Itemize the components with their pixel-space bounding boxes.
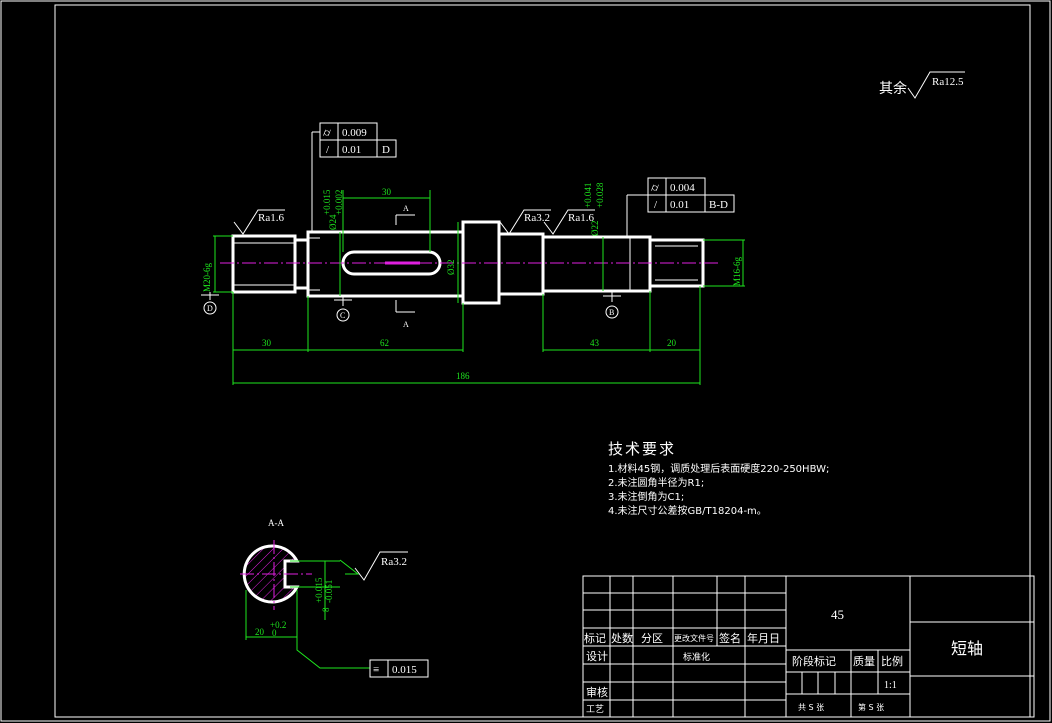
svg-text:Ø24: Ø24 [328, 214, 338, 230]
svg-text:Ra3.2: Ra3.2 [381, 556, 407, 568]
svg-text:审核: 审核 [586, 685, 608, 699]
dim-thread-left: M20-6g [202, 235, 233, 293]
fcf-right: ⌭ 0.004 / 0.01 B-D [626, 177, 735, 237]
shaft-outline [220, 220, 720, 305]
datum-c: C [334, 296, 352, 322]
svg-text:比例: 比例 [881, 654, 903, 668]
section-mark-top: A [395, 204, 415, 225]
title-block: 45 短轴 标记 处数 分区 更改文件号 签名 年月日 设计 标准化 审核 工艺… [582, 575, 1035, 718]
svg-text:Ra1.6: Ra1.6 [258, 212, 284, 224]
svg-text:分区: 分区 [641, 632, 663, 645]
svg-text:+0.028: +0.028 [595, 182, 605, 208]
svg-text:62: 62 [380, 338, 389, 348]
svg-text:20: 20 [255, 627, 265, 637]
roughness-3: Ra1.6 [543, 209, 595, 235]
svg-text:M16-6g: M16-6g [732, 257, 742, 286]
svg-text:第 S 张: 第 S 张 [858, 702, 884, 712]
svg-text:0.01: 0.01 [670, 199, 689, 211]
roughness-2: Ra3.2 [499, 209, 551, 235]
title-block-part-name: 短轴 [951, 639, 983, 658]
svg-text:/: / [326, 144, 330, 156]
svg-text:A-A: A-A [268, 518, 284, 528]
svg-text:≡: ≡ [373, 664, 379, 676]
svg-text:⌭: ⌭ [323, 127, 331, 139]
remaining-roughness-value: Ra12.5 [932, 76, 964, 88]
svg-text:B-D: B-D [709, 199, 728, 211]
svg-text:20: 20 [667, 338, 677, 348]
dim-dia-24: Ø24 +0.015 +0.002 [322, 189, 344, 296]
svg-text:Ø32: Ø32 [446, 260, 456, 276]
svg-text:/: / [654, 199, 658, 211]
svg-text:D: D [207, 304, 213, 313]
svg-text:0.009: 0.009 [342, 127, 367, 139]
fcf-left: ⌭ 0.009 / 0.01 D [311, 122, 397, 232]
svg-text:设计: 设计 [586, 650, 608, 663]
section-mark-bottom: A [395, 300, 415, 329]
dim-keyway-length: 30 [342, 187, 431, 252]
tech-requirement-item: 2.未注圆角半径为R1; [608, 478, 705, 489]
dim-dia-22: Ø22 +0.041 +0.028 [583, 182, 605, 291]
dim-lengths: 30 62 43 20 186 [232, 286, 701, 385]
svg-text:年月日: 年月日 [747, 631, 780, 645]
svg-text:阶段标记: 阶段标记 [792, 654, 836, 668]
roughness-1: Ra1.6 [233, 209, 285, 235]
svg-text:+0.2: +0.2 [270, 620, 286, 630]
tech-requirements: 技术要求 1.材料45钢，调质处理后表面硬度220-250HBW; 2.未注圆角… [608, 438, 829, 519]
dim-thread-right: M16-6g [703, 239, 745, 287]
datum-d: D [201, 292, 219, 315]
svg-text:186: 186 [456, 371, 470, 381]
svg-text:30: 30 [382, 187, 392, 197]
tech-requirement-item: 4.未注尺寸公差按GB/T18204-m。 [608, 506, 767, 517]
dim-dia-32: Ø32 [446, 222, 459, 303]
svg-text:-0.051: -0.051 [324, 580, 334, 603]
svg-text:M20-6g: M20-6g [202, 263, 212, 292]
roughness-symbol-icon [907, 71, 965, 99]
svg-text:签名: 签名 [719, 631, 741, 645]
svg-text:0: 0 [272, 628, 277, 638]
datum-b: B [603, 291, 621, 319]
svg-text:+0.002: +0.002 [334, 190, 344, 215]
svg-text:Ra3.2: Ra3.2 [524, 212, 550, 224]
svg-text:1:1: 1:1 [884, 680, 897, 691]
svg-text:0.004: 0.004 [670, 182, 695, 194]
svg-text:0.015: 0.015 [392, 664, 417, 676]
tech-requirement-item: 1.材料45钢，调质处理后表面硬度220-250HBW; [608, 464, 830, 475]
svg-text:⌭: ⌭ [651, 182, 659, 194]
section-view: A-A 8 +0.015 -0.051 20 +0.2 0 Ra3.2 ≡ 0.… [240, 518, 429, 678]
remaining-roughness: 其余 Ra12.5 [879, 71, 965, 99]
tech-requirement-item: 3.未注倒角为C1; [608, 492, 685, 503]
svg-text:0.01: 0.01 [342, 144, 361, 156]
svg-text:工艺: 工艺 [586, 704, 604, 715]
inner-border [54, 4, 1031, 718]
svg-text:处数: 处数 [611, 632, 633, 645]
svg-text:标记: 标记 [584, 631, 606, 645]
title-block-material: 45 [831, 607, 844, 622]
svg-text:D: D [382, 144, 390, 156]
svg-text:更改文件号: 更改文件号 [674, 633, 714, 643]
svg-text:+0.015: +0.015 [314, 577, 324, 603]
tech-requirements-title: 技术要求 [608, 440, 677, 458]
svg-text:30: 30 [262, 338, 272, 348]
svg-text:B: B [609, 308, 614, 317]
svg-text:标准化: 标准化 [683, 651, 710, 663]
svg-text:A: A [403, 320, 409, 329]
svg-text:A: A [403, 204, 409, 213]
svg-text:C: C [340, 311, 345, 320]
remaining-roughness-prefix: 其余 [879, 80, 907, 97]
svg-text:Ra1.6: Ra1.6 [568, 212, 594, 224]
svg-text:Ø22: Ø22 [590, 221, 600, 237]
svg-text:+0.041: +0.041 [583, 183, 593, 208]
svg-text:8: 8 [321, 607, 331, 612]
svg-text:43: 43 [590, 338, 600, 348]
svg-text:共 S 张: 共 S 张 [798, 703, 824, 712]
svg-text:质量: 质量 [853, 655, 875, 668]
svg-text:+0.015: +0.015 [322, 189, 332, 215]
